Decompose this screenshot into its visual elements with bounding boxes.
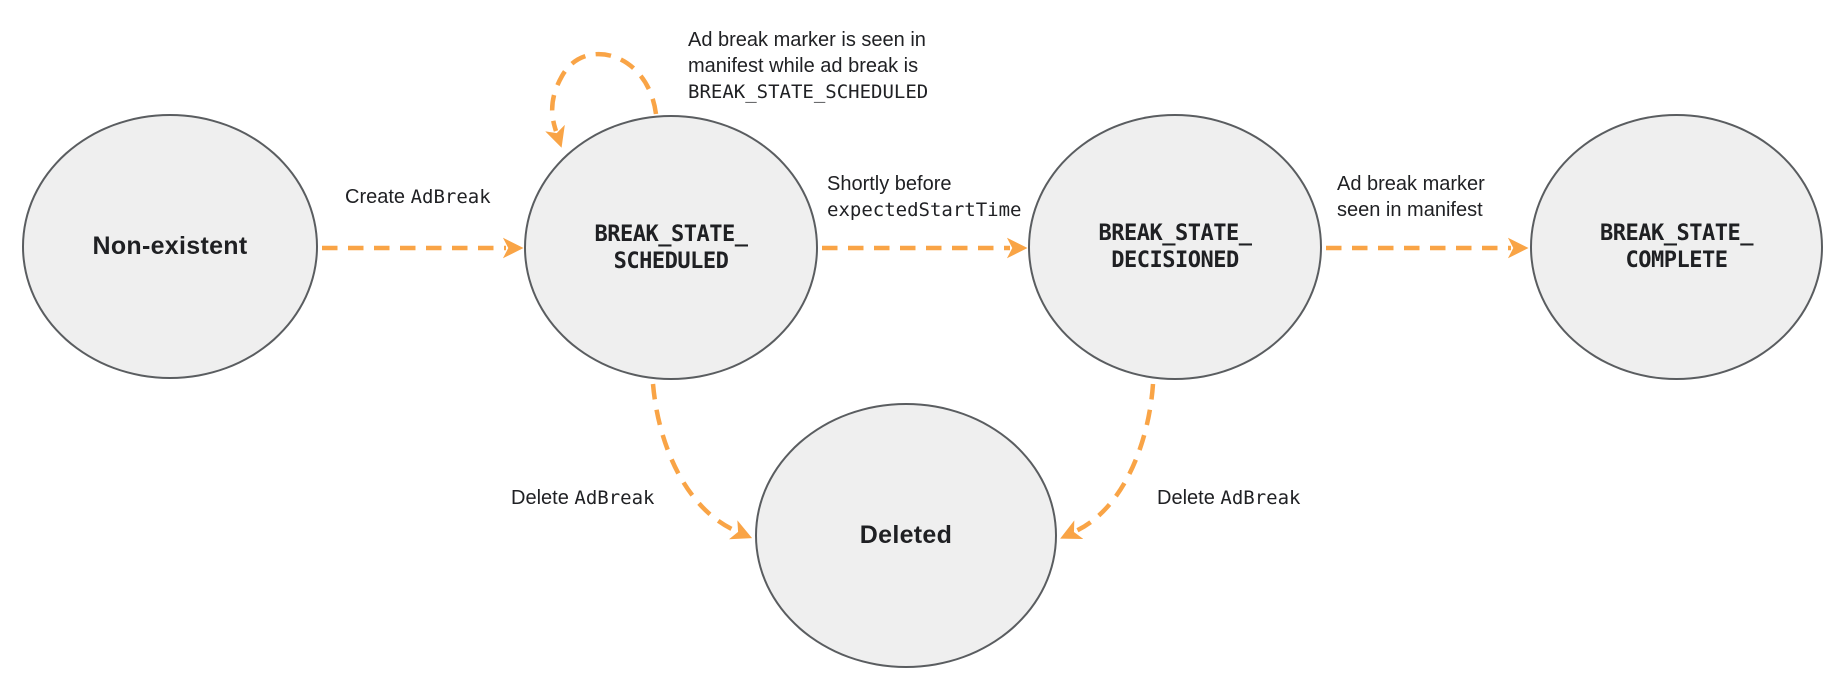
- edge-label-delete-left-action: Delete: [511, 487, 575, 509]
- state-node-break-state-scheduled: BREAK_STATE_ SCHEDULED: [524, 115, 818, 380]
- edge-label-shortly-before-line2: expectedStartTime: [827, 199, 1022, 221]
- edge-label-create-action: Create: [345, 186, 411, 208]
- edge-label-shortly-before: Shortly before expectedStartTime: [827, 171, 1021, 223]
- edge-label-create-object: AdBreak: [410, 186, 491, 208]
- edge-label-self-loop-line3: BREAK_STATE_SCHEDULED: [688, 81, 929, 103]
- state-label-break-state-complete: BREAK_STATE_ COMPLETE: [1600, 221, 1753, 273]
- state-label-deleted: Deleted: [859, 521, 953, 549]
- transition-scheduled-to-deleted-arrow: [650, 383, 753, 540]
- edge-label-self-loop: Ad break marker is seen in manifest whil…: [688, 27, 928, 105]
- edge-label-delete-adbreak-right: Delete AdBreak: [1157, 485, 1300, 511]
- state-label-non-existent: Non-existent: [92, 232, 248, 260]
- edge-label-delete-left-object: AdBreak: [574, 487, 655, 509]
- edge-label-shortly-before-line1: Shortly before: [827, 173, 952, 195]
- edge-label-marker-seen: Ad break marker seen in manifest: [1337, 171, 1485, 223]
- edge-label-self-loop-line2: manifest while ad break is: [688, 55, 919, 77]
- edge-label-delete-right-object: AdBreak: [1220, 487, 1301, 509]
- edge-label-delete-right-action: Delete: [1157, 487, 1221, 509]
- edge-label-marker-seen-line2: seen in manifest: [1337, 199, 1483, 221]
- transition-self-loop-scheduled-arrow: [545, 51, 659, 148]
- transition-decisioned-to-deleted-arrow: [1060, 383, 1156, 539]
- state-label-break-state-decisioned: BREAK_STATE_ DECISIONED: [1098, 221, 1252, 273]
- state-node-non-existent: Non-existent: [22, 114, 318, 379]
- state-node-break-state-complete: BREAK_STATE_ COMPLETE: [1530, 114, 1823, 380]
- state-node-deleted: Deleted: [755, 403, 1057, 668]
- edge-label-self-loop-line1: Ad break marker is seen in: [688, 29, 926, 51]
- edge-label-create-adbreak: Create AdBreak: [345, 184, 491, 210]
- edge-label-delete-adbreak-left: Delete AdBreak: [511, 485, 654, 511]
- edge-label-marker-seen-line1: Ad break marker: [1337, 173, 1485, 195]
- state-label-break-state-scheduled: BREAK_STATE_ SCHEDULED: [594, 221, 748, 274]
- state-node-break-state-decisioned: BREAK_STATE_ DECISIONED: [1028, 114, 1322, 380]
